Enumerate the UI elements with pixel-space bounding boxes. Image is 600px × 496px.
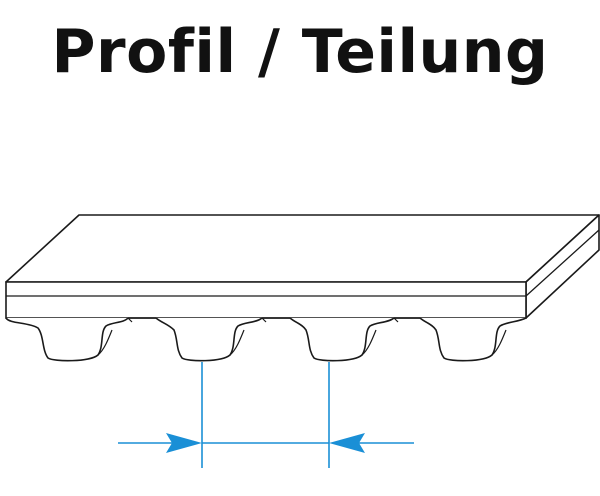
belt-top-surface — [5, 214, 600, 283]
belt-front-face — [5, 281, 527, 319]
page-title: Profil / Teilung — [51, 17, 549, 87]
pitch-arrow-right-head — [329, 433, 365, 453]
pitch-arrow-left-head — [166, 433, 202, 453]
belt-teeth-depth-lines — [97, 317, 507, 356]
belt-right-side-inner-line — [525, 229, 600, 297]
belt-teeth-profile — [5, 317, 527, 362]
